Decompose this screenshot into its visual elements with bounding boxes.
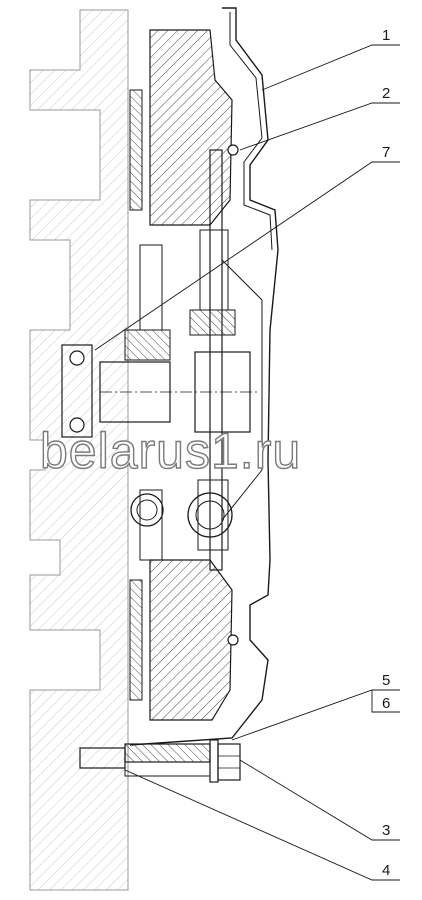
callout-6: 6 — [382, 695, 390, 712]
pressure-plate-upper — [149, 29, 233, 226]
input-shaft — [99, 351, 260, 433]
second-disc-hub — [189, 229, 236, 551]
hex-nut — [217, 743, 241, 781]
pressure-plate-lower — [149, 559, 233, 721]
spring-pin-upper — [227, 144, 239, 156]
friction-lining-lower — [129, 579, 143, 701]
damper-spring-left — [130, 493, 164, 527]
friction-lining-upper — [129, 89, 143, 211]
leader-lines — [94, 44, 400, 881]
flywheel-housing — [29, 9, 129, 891]
washer — [209, 739, 219, 783]
callout-5: 5 — [382, 672, 390, 689]
callout-7: 7 — [382, 144, 390, 161]
spring-pin-lower — [227, 634, 239, 646]
clutch-cover — [129, 7, 279, 746]
callout-4: 4 — [382, 862, 390, 879]
damper-spring-right — [187, 492, 233, 538]
callout-2: 2 — [382, 85, 390, 102]
callout-1: 1 — [382, 27, 390, 44]
release-lever — [209, 149, 263, 571]
watermark-text: belarus1.ru — [40, 423, 301, 479]
pilot-bearing — [61, 344, 93, 438]
callout-3: 3 — [382, 822, 390, 839]
